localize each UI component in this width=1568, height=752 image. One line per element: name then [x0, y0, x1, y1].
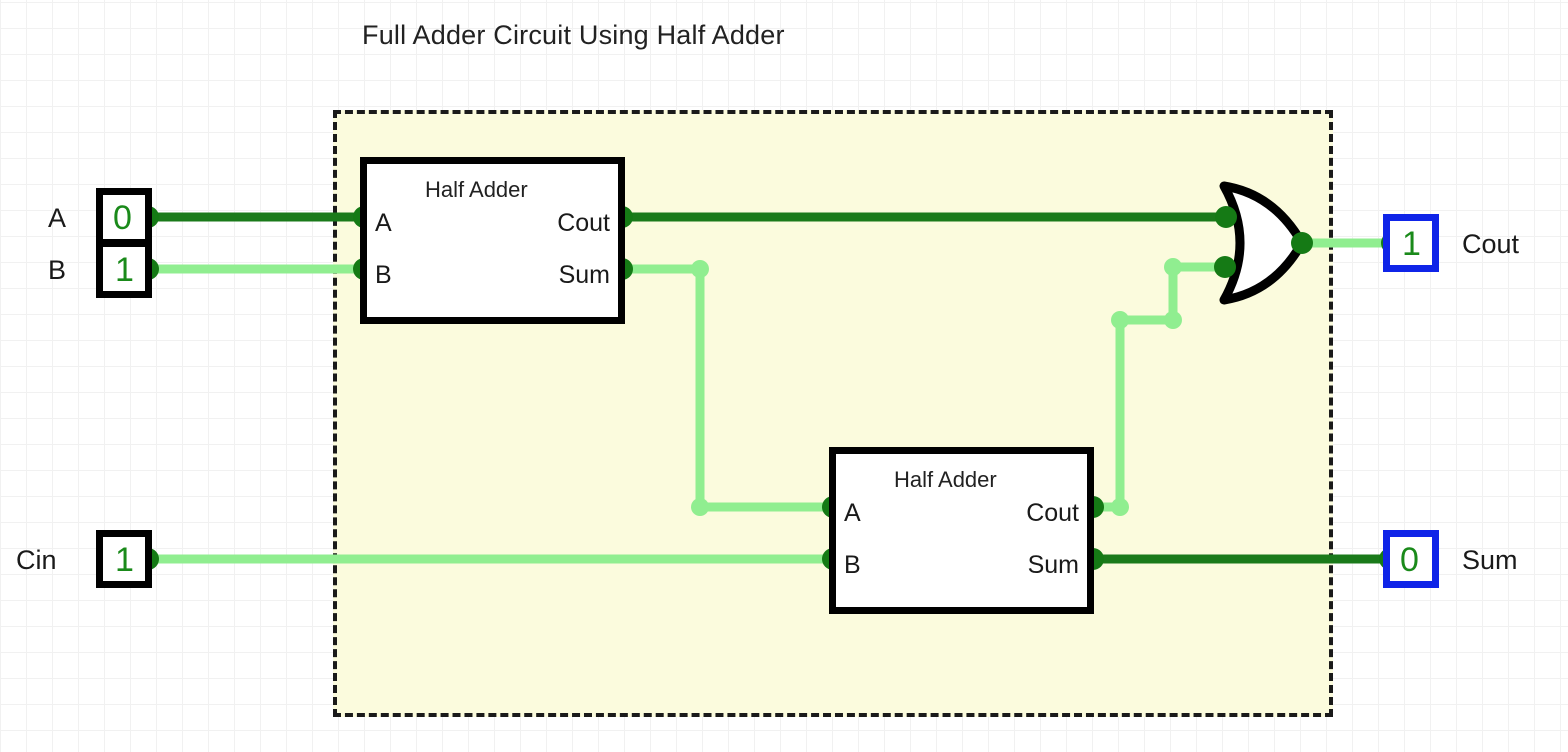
pin-node-or-in1 — [1215, 206, 1237, 228]
output-value-sum: 0 — [1400, 541, 1419, 579]
pin-node-or-in2 — [1214, 256, 1236, 278]
page-title: Full Adder Circuit Using Half Adder — [362, 20, 785, 50]
wire-bend-node — [1164, 311, 1182, 329]
output-indicator-sum[interactable]: 0 — [1383, 530, 1439, 588]
half-adder-1-input-b-label: B — [375, 261, 392, 289]
output-value-cout: 1 — [1402, 225, 1421, 263]
or-gate-symbol — [1219, 181, 1307, 305]
half-adder-2-title: Half Adder — [894, 467, 997, 492]
wire-bend-node — [1111, 311, 1129, 329]
input-value-a: 0 — [113, 199, 132, 237]
pin-node-or-out — [1291, 232, 1313, 254]
input-value-b: 1 — [115, 251, 134, 289]
half-adder-block-2[interactable]: Half Adder A B Cout Sum — [829, 447, 1094, 614]
half-adder-2-input-b-label: B — [844, 551, 861, 579]
input-value-cin: 1 — [115, 541, 134, 579]
wire-ha2cout-to-or-in2 — [1088, 262, 1230, 512]
input-switch-a[interactable]: 0 — [96, 188, 152, 246]
output-label-sum: Sum — [1462, 545, 1518, 575]
wire-ha1sum-to-ha2a — [617, 264, 838, 512]
input-switch-cin[interactable]: 1 — [96, 530, 152, 588]
input-label-b: B — [48, 255, 67, 285]
half-adder-1-input-a-label: A — [375, 209, 392, 237]
output-indicator-cout[interactable]: 1 — [1383, 214, 1439, 272]
wire-bend-node — [1111, 498, 1129, 516]
half-adder-1-output-cout-label: Cout — [557, 209, 610, 237]
half-adder-2-output-sum-label: Sum — [1027, 551, 1079, 579]
half-adder-1-output-sum-label: Sum — [558, 261, 610, 289]
half-adder-2-output-cout-label: Cout — [1026, 499, 1079, 527]
half-adder-2-input-a-label: A — [844, 499, 861, 527]
wire-bend-node — [1164, 258, 1182, 276]
wire-bend-node — [691, 260, 709, 278]
wire-bend-node — [691, 498, 709, 516]
input-label-a: A — [48, 203, 67, 233]
half-adder-1-title: Half Adder — [425, 177, 528, 202]
output-label-cout: Cout — [1462, 229, 1520, 259]
half-adder-block-1[interactable]: Half Adder A B Cout Sum — [360, 157, 625, 324]
input-switch-b[interactable]: 1 — [96, 240, 152, 298]
input-label-cin: Cin — [16, 545, 57, 575]
